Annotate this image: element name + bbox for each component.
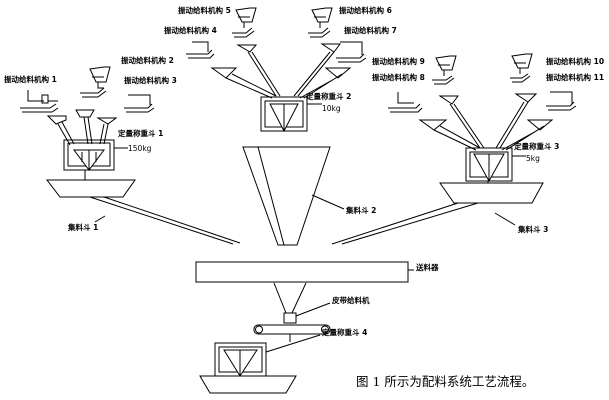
- label-feeder-2: 振动给料机构 2: [121, 55, 174, 65]
- label-feeder-11: 振动给料机构 11: [546, 72, 604, 82]
- weigh-hopper-4: [214, 334, 321, 377]
- weigh-hopper-1: [63, 139, 128, 171]
- conveyor: [195, 261, 414, 283]
- label-belt-feeder: 皮带给料机: [331, 295, 370, 305]
- feeder-6: [308, 7, 333, 38]
- feeder-7: [336, 41, 367, 63]
- label-weigh-hopper-1: 定量称重斗 1: [118, 128, 163, 138]
- label-collector-3: 集料斗 3: [517, 224, 548, 234]
- feeder-2: [80, 66, 111, 98]
- feeder-8: [388, 92, 423, 113]
- label-capacity-2: 10kg: [322, 104, 341, 113]
- weigh-hopper-2: [260, 96, 322, 133]
- feeder-10: [510, 53, 533, 83]
- label-feeder-10: 振动给料机构 10: [546, 56, 604, 66]
- collector-hopper-3: [331, 181, 544, 245]
- feeder-9: [432, 55, 457, 85]
- chute-hoppers-group-1: [46, 109, 118, 146]
- label-feeder-8: 振动给料机构 8: [372, 72, 425, 82]
- figure-caption: 图 1 所示为配料系统工艺流程。: [356, 374, 535, 389]
- label-weigh-hopper-2: 定量称重斗 2: [306, 91, 351, 101]
- bottom-hopper: [199, 375, 297, 394]
- label-capacity-3: 5kg: [526, 154, 540, 163]
- feeder-5: [232, 7, 257, 38]
- feeder-3: [124, 94, 155, 113]
- label-feeder-5: 振动给料机构 5: [178, 5, 231, 15]
- collector-hopper-2: [242, 146, 345, 246]
- chute-hoppers-group-2: [210, 43, 352, 99]
- label-weigh-hopper-4: 定量称重斗 4: [322, 327, 367, 337]
- label-collector-1: 集料斗 1: [67, 222, 98, 232]
- label-feeder-6: 振动给料机构 6: [339, 5, 392, 15]
- label-feeder-7: 振动给料机构 7: [344, 25, 397, 35]
- label-collector-2: 集料斗 2: [345, 205, 376, 215]
- label-feeder-4: 振动给料机构 4: [164, 25, 217, 35]
- feeder-4: [186, 41, 215, 59]
- belt-feeder: [253, 282, 331, 335]
- label-capacity-1: 150kg: [128, 144, 152, 153]
- label-feeder-9: 振动给料机构 9: [372, 56, 425, 66]
- feeder-11: [546, 91, 577, 111]
- label-feeder-1: 振动给料机构 1: [4, 74, 57, 84]
- weigh-hopper-3: [465, 147, 526, 183]
- feeder-1: [20, 90, 59, 113]
- label-conveyor: 送料器: [415, 262, 439, 272]
- collector-hopper-1: [45, 170, 241, 245]
- chute-hoppers-group-3: [418, 93, 554, 151]
- label-feeder-3: 振动给料机构 3: [124, 75, 177, 85]
- label-weigh-hopper-3: 定量称重斗 3: [514, 141, 559, 151]
